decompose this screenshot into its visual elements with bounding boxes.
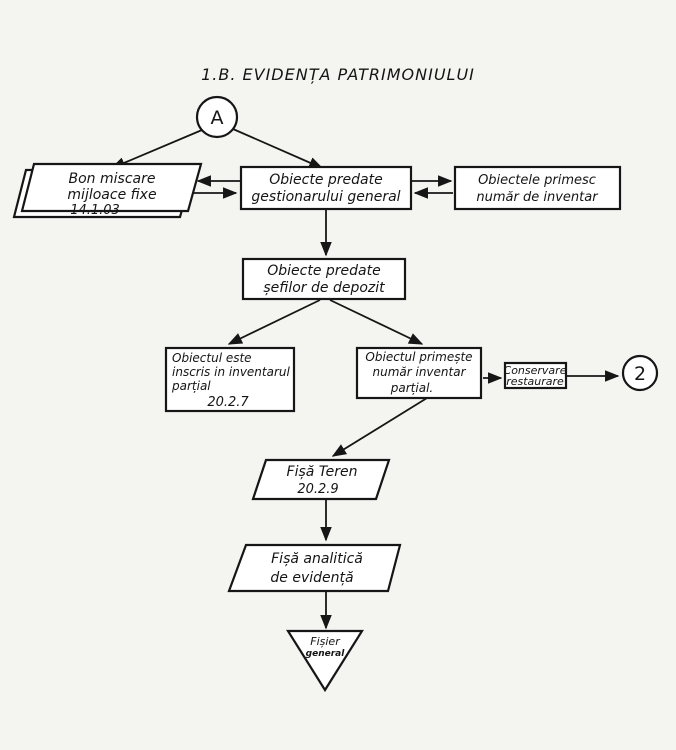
- predate-sefi-line2: șefilor de depozit: [263, 280, 385, 296]
- predate-gestionar-line2: gestionarului general: [251, 189, 400, 205]
- edge-primeste-to-fisa-teren: [331, 397, 428, 457]
- connector-2: 2: [621, 354, 659, 392]
- inscris-inventar-line2: inscris in inventarul: [172, 365, 291, 379]
- fisa-teren-line1: Fișă Teren: [287, 464, 358, 480]
- node-primesc-inventar: Obiectele primesc număr de inventar: [453, 165, 622, 211]
- inscris-inventar-line1: Obiectul este: [172, 351, 252, 365]
- conservare-line2: restaurare: [506, 375, 564, 388]
- node-fisa-analitica: Fișă analitică de evidență: [227, 543, 402, 593]
- node-predate-gestionar: Obiecte predate gestionarului general: [239, 165, 413, 211]
- node-fisier-general: Fișier general: [286, 629, 364, 693]
- node-inscris-inventar: Obiectul este inscris in inventarul parț…: [164, 346, 296, 413]
- fisier-general-line2: general: [306, 649, 346, 659]
- bon-miscare-code: 14.1.03: [70, 203, 120, 218]
- primeste-numar-line3: parțial.: [390, 381, 433, 395]
- node-conservare: Conservare restaurare: [504, 361, 568, 390]
- connector-2-label: 2: [634, 363, 646, 385]
- fisa-analitica-line2: de evidență: [270, 570, 353, 586]
- connector-a: A: [195, 95, 239, 139]
- diagram-title: 1.B. EVIDENȚA PATRIMONIULUI: [201, 65, 475, 84]
- node-predate-sefi: Obiecte predate șefilor de depozit: [241, 257, 407, 301]
- connector-a-label: A: [211, 107, 224, 129]
- inscris-inventar-code: 20.2.7: [207, 395, 249, 410]
- node-bon-miscare: Bon miscare mijloace fixe 14.1.03: [12, 162, 203, 219]
- edge-sefi-to-inscris: [227, 299, 321, 345]
- node-fisa-teren: Fișă Teren 20.2.9: [251, 458, 391, 501]
- bon-miscare-line1: Bon miscare: [69, 171, 156, 187]
- edge-a-to-predate-gestionar: [232, 128, 324, 169]
- primeste-numar-line2: număr inventar: [372, 365, 466, 379]
- node-primeste-numar: Obiectul primește număr inventar parțial…: [355, 346, 483, 400]
- conservare-line1: Conservare: [504, 364, 567, 377]
- primesc-inventar-line1: Obiectele primesc: [478, 173, 596, 188]
- fisa-analitica-line1: Fișă analitică: [271, 551, 363, 567]
- edges: [110, 128, 620, 630]
- predate-gestionar-line1: Obiecte predate: [269, 172, 382, 188]
- predate-sefi-line1: Obiecte predate: [267, 263, 380, 279]
- fisier-general-line1: Fișier: [310, 635, 341, 648]
- inscris-inventar-line3: parțial: [171, 379, 211, 393]
- edge-sefi-to-primeste: [329, 299, 424, 345]
- primesc-inventar-line2: număr de inventar: [476, 190, 599, 205]
- bon-miscare-line2: mijloace fixe: [67, 187, 156, 203]
- primeste-numar-line1: Obiectul primește: [365, 350, 472, 364]
- fisa-teren-code: 20.2.9: [297, 482, 338, 497]
- edge-a-to-bon: [110, 129, 203, 169]
